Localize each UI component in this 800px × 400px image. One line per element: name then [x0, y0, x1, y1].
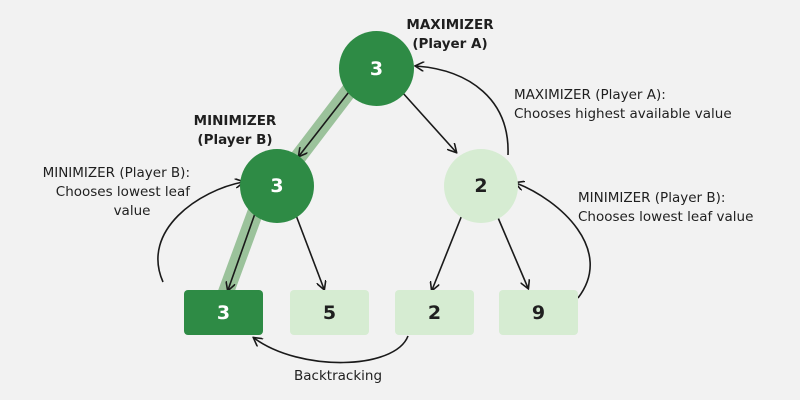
right-child-node: 2	[444, 149, 518, 223]
root-role-line1: MAXIMIZER	[406, 17, 494, 33]
leaf-node-2-value: 5	[322, 301, 337, 324]
minimizer-left-annotation-line1: MINIMIZER (Player B):	[42, 165, 190, 181]
minimizer-right-annotation-line1: MINIMIZER (Player B):	[578, 190, 726, 206]
minimizer-left-annotation: MINIMIZER (Player B): Chooses lowest lea…	[14, 164, 190, 221]
edge-left-to-leaf-3	[228, 204, 259, 290]
arrow-backtracking	[254, 335, 409, 364]
backtracking-label: Backtracking	[294, 368, 383, 384]
leaf-node-3: 2	[395, 290, 474, 335]
leaf-node-1-value: 3	[216, 301, 231, 324]
left-role-line1: MINIMIZER	[193, 113, 277, 129]
left-role-line2: (Player B)	[197, 132, 273, 148]
left-child-node: 3	[240, 149, 314, 223]
arrow-left-minimizer-backup	[157, 182, 243, 283]
leaf-node-1: 3	[184, 290, 263, 335]
minimizer-left-annotation-line2: Chooses lowest leaf	[55, 184, 190, 200]
minimizer-right-annotation-line2: Chooses lowest leaf value	[578, 209, 754, 225]
minimizer-left-annotation-line3: value	[113, 203, 151, 219]
leaf-node-2: 5	[290, 290, 369, 335]
left-role-label: MINIMIZER (Player B)	[180, 112, 290, 150]
maximizer-annotation: MAXIMIZER (Player A): Chooses highest av…	[514, 86, 732, 124]
root-role-line2: (Player A)	[412, 36, 488, 52]
left-child-node-value: 3	[270, 175, 284, 197]
edge-right-to-leaf-9	[495, 212, 528, 288]
maximizer-annotation-line1: MAXIMIZER (Player A):	[514, 87, 666, 103]
leaf-node-4-value: 9	[531, 301, 546, 324]
leaf-node-3-value: 2	[427, 301, 442, 324]
edge-left-to-leaf-5	[293, 209, 324, 289]
root-role-label: MAXIMIZER (Player A)	[393, 16, 507, 54]
leaf-node-4: 9	[499, 290, 578, 335]
root-node-value: 3	[369, 57, 384, 80]
arrow-right-minimizer-backup	[516, 183, 591, 299]
edge-root-to-left	[299, 87, 353, 156]
root-node: 3	[339, 31, 414, 106]
edge-root-to-right	[401, 91, 456, 152]
arrow-maximizer-backup	[416, 66, 509, 156]
right-child-node-value: 2	[474, 175, 488, 197]
minimizer-right-annotation: MINIMIZER (Player B): Chooses lowest lea…	[578, 189, 753, 227]
edge-right-to-leaf-2	[432, 214, 463, 290]
maximizer-annotation-line2: Chooses highest available value	[514, 106, 732, 122]
